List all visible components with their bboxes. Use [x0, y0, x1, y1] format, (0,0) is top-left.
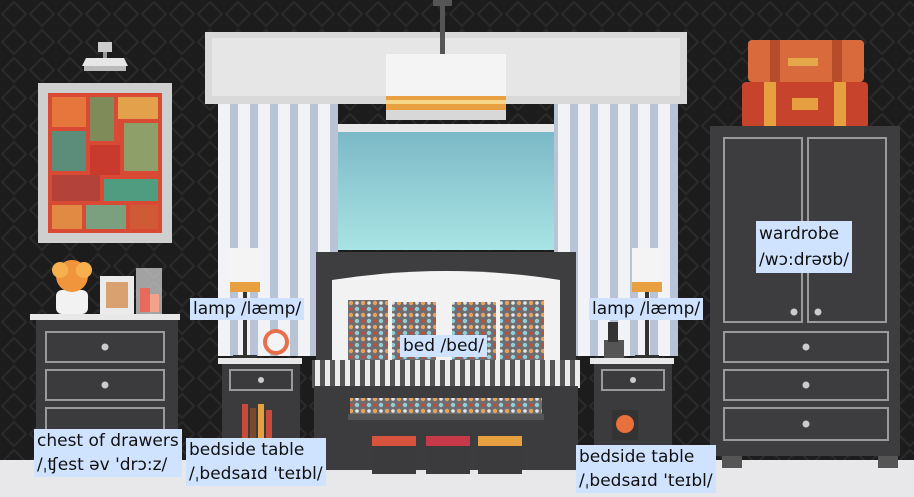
right-lamp-icon: [632, 248, 662, 359]
label-chest-line1: chest of drawers: [37, 431, 179, 451]
label-bed-text: bed /bed/: [403, 336, 484, 356]
pendant-lamp-icon: [386, 0, 506, 120]
wall-painting: [38, 83, 172, 243]
label-bed: bed /bed/: [400, 335, 487, 357]
wardrobe: [710, 126, 900, 468]
label-bedside-left-line2: /ˌbedsaɪd 'teɪbl/: [189, 464, 323, 484]
right-bedside-table: [590, 322, 674, 460]
label-bedside-right-line2: /ˌbedsaɪd 'teɪbl/: [579, 471, 713, 491]
label-lamp-right: lamp /læmp/: [589, 298, 704, 320]
suitcases-icon: [742, 40, 868, 128]
chest-of-drawers: [30, 260, 180, 450]
label-wardrobe-line1: wardrobe: [759, 224, 840, 244]
wall-light-icon: [82, 42, 128, 71]
label-lamp-right-text: lamp /læmp/: [592, 299, 701, 319]
bed: [312, 252, 580, 474]
label-chest-line2: /ˌʧest əv 'drɔ:z/: [37, 455, 168, 475]
label-wardrobe-line2: /wɔ:drəʊb/: [759, 250, 849, 270]
label-lamp-left: lamp /læmp/: [190, 298, 305, 320]
label-wardrobe: wardrobe /wɔ:drəʊb/: [756, 221, 852, 273]
label-bedside-right-line1: bedside table: [579, 447, 695, 467]
label-chest-of-drawers: chest of drawers /ˌʧest əv 'drɔ:z/: [34, 429, 182, 477]
label-bedside-table-left: bedside table /ˌbedsaɪd 'teɪbl/: [186, 438, 326, 486]
left-lamp-icon: [230, 248, 260, 359]
label-bedside-left-line1: bedside table: [189, 440, 305, 460]
label-bedside-table-right: bedside table /ˌbedsaɪd 'teɪbl/: [576, 445, 716, 493]
label-lamp-left-text: lamp /læmp/: [193, 299, 302, 319]
